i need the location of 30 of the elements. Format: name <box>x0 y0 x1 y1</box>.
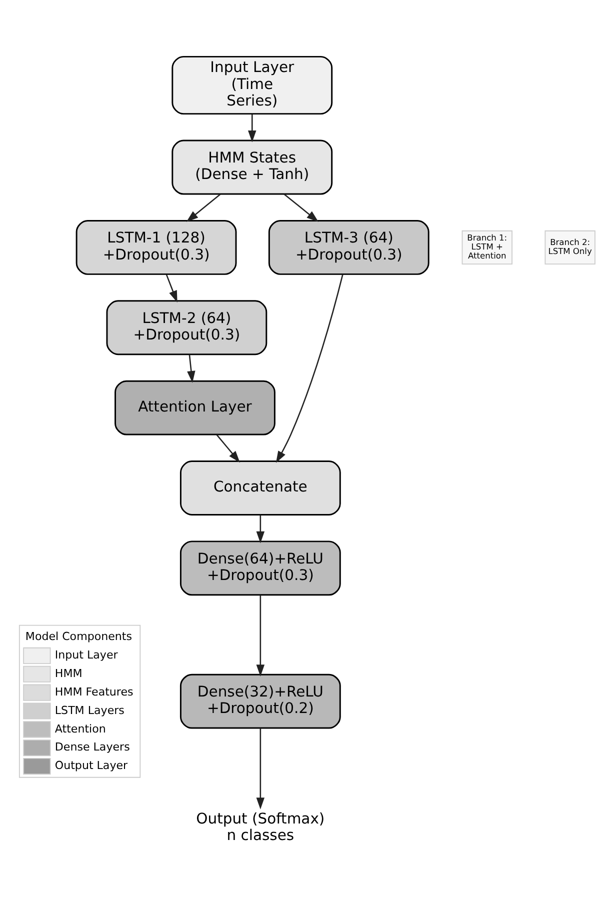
arrow <box>256 728 265 809</box>
node-box: Branch 1: LSTM + Attention <box>462 230 512 264</box>
arrow <box>256 514 265 543</box>
node-box: Concatenate <box>180 460 341 515</box>
legend-label: Dense Layers <box>54 740 130 754</box>
legend-label: Attention <box>54 722 106 735</box>
node-box: LSTM-1 (128) +Dropout(0.3) <box>76 219 237 274</box>
arrow <box>248 114 256 142</box>
legend-label: Input Layer <box>54 648 118 662</box>
legend-label: HMM Features <box>54 684 134 698</box>
node-box: Branch 2: LSTM Only <box>544 230 596 264</box>
arrow <box>187 354 196 382</box>
node-box: Dense(32)+ReLU +Dropout(0.2) <box>180 673 341 728</box>
arrow <box>284 193 318 222</box>
arrow <box>186 193 221 222</box>
node-box: HMM States (Dense + Tanh) <box>172 139 333 194</box>
node-box: Attention Layer <box>114 380 276 435</box>
arrow <box>256 594 265 676</box>
node-box: LSTM-3 (64) +Dropout(0.3) <box>268 219 430 274</box>
legend-label: LSTM Layers <box>54 703 124 716</box>
label: Model Components <box>25 630 132 643</box>
node-box: Dense(64)+ReLU +Dropout(0.3) <box>180 540 341 596</box>
arrow <box>216 434 240 462</box>
arrow <box>166 274 178 302</box>
legend-label: HMM <box>54 666 82 680</box>
node-box: Input Layer (Time Series) <box>172 55 333 114</box>
arrow <box>276 274 344 462</box>
node-box: LSTM-2 (64) +Dropout(0.3) <box>106 300 268 355</box>
node-text: Output (Softmax) n classes <box>196 810 325 844</box>
legend-label: Output Layer <box>54 758 128 772</box>
